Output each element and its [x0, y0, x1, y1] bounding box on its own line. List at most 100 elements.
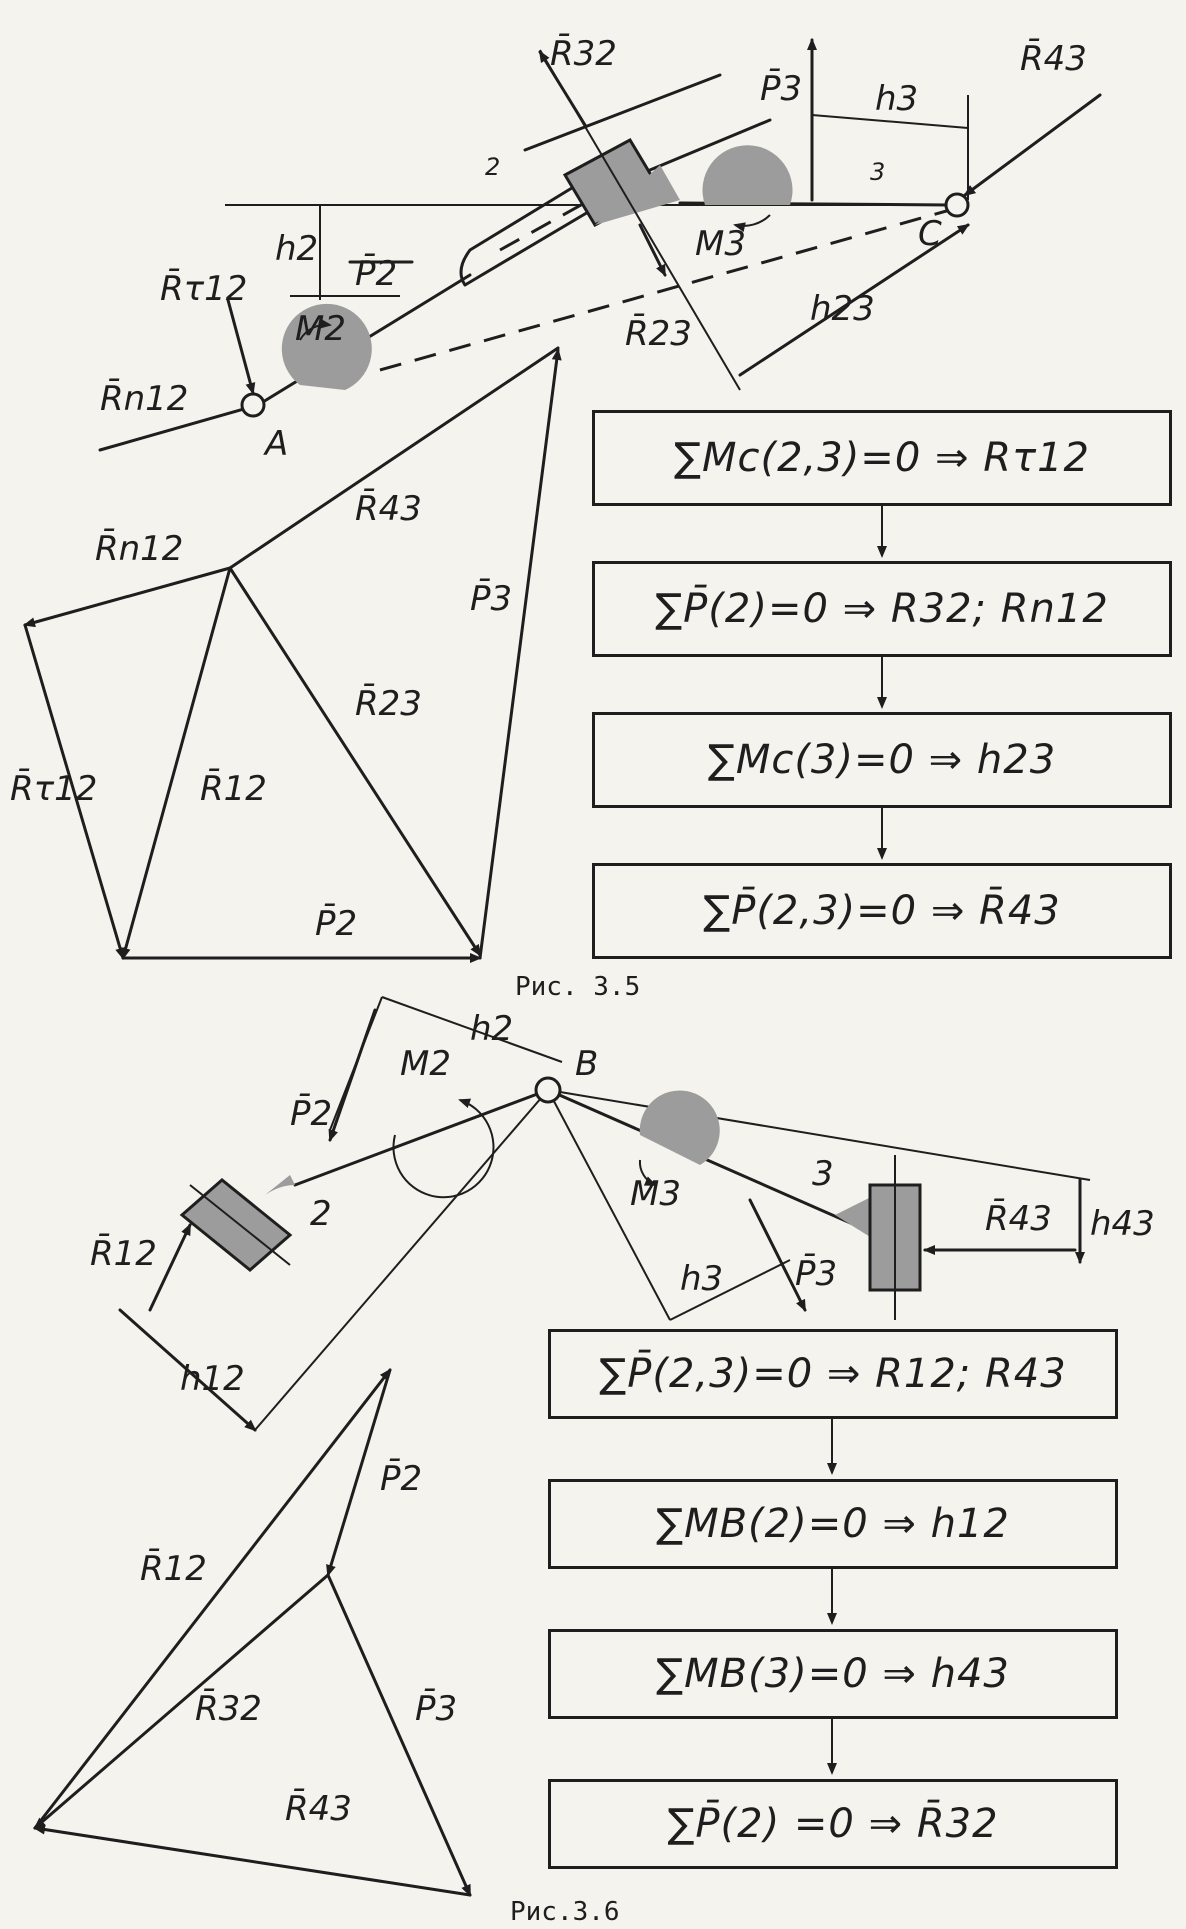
- r23-vector: [638, 223, 667, 277]
- label-h2: h2: [275, 229, 318, 269]
- h23-dimension: [738, 223, 970, 377]
- poly-r23: [228, 566, 482, 957]
- label-h43: h43: [1090, 1204, 1155, 1244]
- m3-moment-b: [639, 1090, 720, 1165]
- step-box-2: ∑P̄(2)=0 ⇒ R32; Rn12: [592, 561, 1172, 657]
- poly-r32-b: [33, 1573, 330, 1830]
- dashed-axis: [499, 198, 591, 252]
- m3-moment: [702, 145, 793, 205]
- r12-vector-b: [148, 1223, 192, 1312]
- h3-reference: [547, 1089, 671, 1321]
- h3-dimension: [811, 114, 969, 129]
- label-b: B: [575, 1044, 598, 1084]
- figure-3-5: R̄32 P̄3 h3 R̄43 2 3 M3 C h2 P̄2 R̄τ12 M…: [10, 33, 1102, 1002]
- caption-fig-3-5: Рис. 3.5: [515, 972, 640, 1002]
- step-box-3: ∑Mc(3)=0 ⇒ h23: [592, 712, 1172, 808]
- poly-p2-b: [326, 1368, 392, 1577]
- label-r43-b: R̄43: [985, 1198, 1052, 1239]
- label-h3-b: h3: [680, 1259, 723, 1299]
- m2-arrow: [299, 318, 332, 341]
- poly-label-r12n: R̄n12: [95, 528, 183, 569]
- poly-label-p2-b: P̄2: [380, 1458, 422, 1499]
- m2-moment: [281, 303, 372, 390]
- p3-vector-b: [748, 1198, 807, 1312]
- r12-line-b: [254, 1089, 549, 1431]
- poly-r43-b: [33, 1824, 472, 1897]
- label-link-3: 3: [870, 158, 885, 186]
- poly-p3-b: [326, 1573, 472, 1897]
- label-r43: R̄43: [1020, 38, 1087, 79]
- poly-r43: [228, 346, 560, 570]
- link-2-left: [98, 403, 260, 452]
- label-h23: h23: [810, 289, 875, 329]
- h12-dimension: [118, 1308, 257, 1432]
- label-link-3-b: 3: [812, 1154, 834, 1194]
- slider-block-2: [179, 1178, 293, 1272]
- step-box-5: ∑P̄(2,3)=0 ⇒ R12; R43: [548, 1329, 1118, 1419]
- label-m2: M2: [295, 309, 346, 349]
- link-2-b: [293, 1088, 550, 1187]
- label-p3-b: P̄3: [795, 1253, 837, 1294]
- poly-r12t: [23, 623, 125, 960]
- poly-label-r12-b: R̄12: [140, 1548, 207, 1589]
- poly-label-r43: R̄43: [355, 488, 422, 529]
- p2-vector-b: [328, 1008, 377, 1142]
- slider-fillet: [595, 165, 680, 225]
- r43-reference: [547, 1089, 1091, 1181]
- h2-dimension-b: [381, 996, 563, 1063]
- poly-label-r32-b: R̄32: [195, 1688, 262, 1729]
- label-r12n: R̄n12: [100, 378, 188, 419]
- r43-vector: [963, 93, 1102, 197]
- label-r23: R̄23: [625, 313, 692, 354]
- step-box-7: ∑MB(3)=0 ⇒ h43: [548, 1629, 1118, 1719]
- link-2-rod: [459, 178, 602, 287]
- poly-label-r12: R̄12: [200, 768, 267, 809]
- r32-vector: [538, 50, 587, 127]
- hinge-c: [944, 192, 970, 218]
- m3-arrow-b: [638, 1159, 657, 1186]
- label-p3: P̄3: [760, 68, 802, 109]
- poly-r12: [120, 566, 232, 960]
- poly-p3: [478, 348, 562, 960]
- poly-label-r43-b: R̄43: [285, 1788, 352, 1829]
- guide-line-2: [648, 118, 772, 172]
- guide-line: [523, 73, 722, 152]
- label-m3-b: M3: [630, 1174, 681, 1214]
- slider-guide-2: [189, 1184, 291, 1266]
- caption-fig-3-6: Рис.3.6: [510, 1897, 620, 1927]
- force-polygon-3-6: P̄2 R̄12 R̄32 P̄3 R̄43: [33, 1368, 472, 1897]
- label-r12-b: R̄12: [90, 1233, 157, 1274]
- label-c: C: [918, 214, 942, 254]
- label-r12t: R̄τ12: [160, 268, 247, 309]
- poly-label-p3-b: P̄3: [415, 1688, 457, 1729]
- label-r32: R̄32: [550, 33, 617, 74]
- label-link-2-b: 2: [310, 1194, 332, 1234]
- step-box-6: ∑MB(2)=0 ⇒ h12: [548, 1479, 1118, 1569]
- r12t-vector: [226, 298, 256, 395]
- label-a: A: [263, 424, 288, 464]
- dashed-line-c: [379, 208, 951, 372]
- m3-arrow: [733, 214, 771, 233]
- slider-fillet-b: [835, 1195, 875, 1240]
- label-link-2: 2: [485, 153, 500, 181]
- label-m3: M3: [695, 224, 746, 264]
- label-p2-b: P̄2: [290, 1093, 332, 1134]
- label-m2-b: M2: [400, 1044, 451, 1084]
- label-p2: P̄2: [355, 253, 397, 294]
- step-box-1: ∑Mc(2,3)=0 ⇒ Rτ12: [592, 410, 1172, 506]
- m2-arc-b: [392, 1098, 495, 1199]
- label-h3: h3: [875, 79, 918, 119]
- force-polygon-3-5: R̄43 R̄n12 P̄3 R̄23 R̄τ12 R̄12 P̄2: [10, 346, 562, 963]
- poly-label-p2: P̄2: [315, 903, 357, 944]
- h3-dimension-b: [669, 1259, 791, 1321]
- poly-r12-b: [33, 1368, 392, 1830]
- label-h12: h12: [180, 1359, 245, 1399]
- step-box-8: ∑P̄(2) =0 ⇒ R̄32: [548, 1779, 1118, 1869]
- hinge-b: [534, 1076, 562, 1104]
- label-h2-b: h2: [470, 1009, 513, 1049]
- poly-label-r23: R̄23: [355, 683, 422, 724]
- poly-label-r12t: R̄τ12: [10, 768, 97, 809]
- link-2-fillet: [265, 1175, 295, 1195]
- step-box-4: ∑P̄(2,3)=0 ⇒ R̄43: [592, 863, 1172, 959]
